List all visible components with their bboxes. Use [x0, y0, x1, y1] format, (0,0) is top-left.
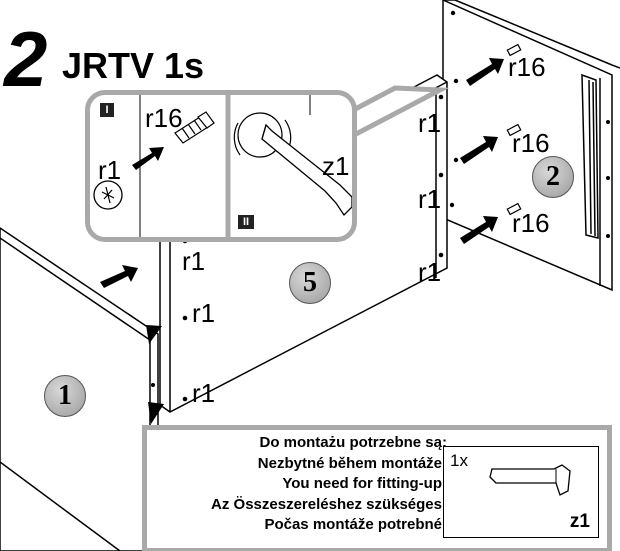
panel-2-holes [449, 10, 610, 238]
requirements-text: Do montażu potrzebne są: Nezbytné během … [147, 433, 447, 536]
requirements-box: Do montażu potrzebne są: Nezbytné během … [142, 425, 612, 551]
label-r1-right-top: r1 [418, 108, 442, 138]
label-r1-left-bottom: r1 [192, 378, 216, 408]
label-r1-right-middle: r1 [418, 184, 442, 214]
dowel-drawings [506, 43, 522, 216]
panel-2-badge: 2 [532, 156, 574, 198]
label-r1-left-top: r1 [182, 246, 206, 276]
step-number: 2 [4, 15, 47, 103]
requirement-line-en: You need for fitting-up: [282, 475, 447, 492]
panel-5-badge: 5 [289, 262, 331, 304]
hex-key-icon [489, 464, 571, 496]
edge-arrows [100, 265, 164, 424]
requirement-line-sk: Počas montáže potrebné: [264, 516, 447, 533]
label-r16-bottom: r16 [512, 208, 550, 238]
requirement-line-hu: Az Összeszereléshez szükséges: [211, 495, 447, 513]
detail-label-r16: r16 [145, 103, 183, 133]
label-r1-right-bottom: r1 [418, 257, 442, 287]
part-name: z1 [569, 511, 590, 532]
detail-1-badge: I [100, 103, 114, 117]
requirement-line-pl: Do montażu potrzebne są: [259, 434, 447, 451]
detail-label-r1: r1 [98, 155, 122, 185]
panel-1-badge: 1 [44, 375, 86, 417]
detail-illustrations [93, 95, 352, 237]
label-r16-middle: r16 [512, 128, 550, 158]
detail-label-z1: z1 [322, 151, 350, 181]
label-r16-top: r16 [508, 52, 546, 82]
part-quantity: 1x [450, 451, 468, 470]
detail-callout-box: I II r16 r1 z1 [85, 90, 357, 242]
product-code: JRTV 1s [62, 45, 205, 86]
dowel-arrows [460, 58, 504, 244]
detail-2-badge: II [238, 215, 254, 229]
label-r1-left-middle: r1 [192, 298, 216, 328]
requirement-line-cz: Nezbytné během montáže: [257, 454, 447, 472]
part-box: 1x z1 [443, 446, 599, 538]
